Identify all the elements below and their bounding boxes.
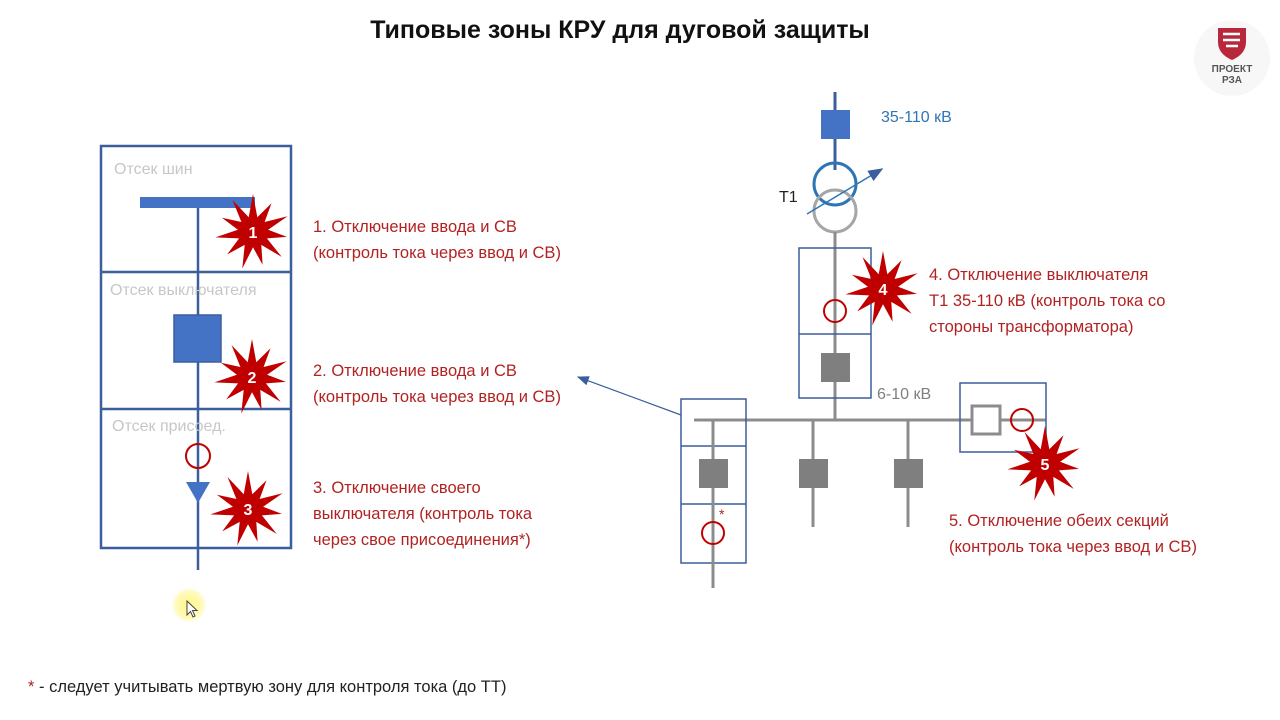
- current-transformer-symbol: [185, 443, 211, 469]
- zone-note-2: 2. Отключение ввода и СВ (контроль тока …: [313, 358, 561, 410]
- zone-number-label: 4: [879, 282, 888, 299]
- lv-voltage-label: 6-10 кВ: [877, 386, 932, 403]
- arc-fault-burst-icon: [214, 339, 287, 414]
- feeder-breaker-symbol: [894, 459, 923, 488]
- zone-note-line: 1. Отключение ввода и СВ: [313, 218, 517, 236]
- compartment-label-busbar: Отсек шин: [114, 161, 193, 178]
- feeder-star-mark: *: [719, 506, 725, 522]
- compartment-label-connection: Отсек присоед.: [112, 418, 226, 435]
- zone-note-line: через свое присоединения*): [313, 531, 531, 549]
- zone-note-line: выключателя (контроль тока: [313, 505, 533, 523]
- footnote-star: *: [28, 678, 35, 696]
- transformer-label: Т1: [779, 189, 798, 206]
- busbar: [140, 197, 255, 208]
- zone-note-1: 1. Отключение ввода и СВ (контроль тока …: [313, 214, 561, 266]
- hv-voltage-label: 35-110 кВ: [881, 109, 952, 126]
- sectional-ct-symbol: [1010, 408, 1034, 432]
- zone-note-line: стороны трансформатора): [929, 318, 1134, 336]
- breaker-symbol: [173, 314, 222, 363]
- feeder-breaker-symbol: [799, 459, 828, 488]
- zone-note-line: (контроль тока через ввод и СВ): [313, 388, 561, 406]
- input-ct-symbol: [823, 299, 847, 323]
- logo-text-line1: ПРОЕКТ: [1211, 64, 1253, 75]
- zone-note-line: 4. Отключение выключателя: [929, 266, 1149, 284]
- zone-note-line: (контроль тока через ввод и СВ): [313, 244, 561, 262]
- footnote: * - следует учитывать мертвую зону для к…: [28, 678, 506, 697]
- zone-note-line: 2. Отключение ввода и СВ: [313, 362, 517, 380]
- zone-note-line: 3. Отключение своего: [313, 479, 481, 497]
- hv-breaker-symbol: [821, 110, 850, 139]
- cable-termination-symbol: [186, 482, 210, 503]
- zone-note-line: Т1 35-110 кВ (контроль тока со: [929, 292, 1166, 310]
- cubicle-frame: [99, 144, 293, 550]
- zone-note-4: 4. Отключение выключателя Т1 35-110 кВ (…: [929, 262, 1165, 340]
- arc-fault-burst-icon: [215, 194, 288, 269]
- sectional-cubicle-frame: [959, 382, 1047, 453]
- page-title: Типовые зоны КРУ для дуговой защиты: [370, 16, 870, 44]
- arc-fault-burst-icon: [1007, 426, 1080, 501]
- compartment-label-breaker: Отсек выключателя: [110, 282, 257, 299]
- arc-fault-burst-icon: [210, 471, 283, 546]
- input-breaker-symbol: [821, 353, 850, 382]
- mouse-cursor-icon: [186, 600, 199, 618]
- pointer-arrow: [576, 376, 682, 416]
- input-cubicle-frame: [798, 247, 872, 399]
- zone-number-label: 5: [1041, 457, 1050, 474]
- logo: ПРОЕКТ РЗА: [1192, 18, 1272, 98]
- arc-fault-burst-icon: [845, 251, 918, 326]
- logo-shield-icon: [1194, 20, 1270, 96]
- zone-number-label: 2: [248, 370, 257, 387]
- zone-note-line: 5. Отключение обеих секций: [949, 512, 1169, 530]
- sectional-breaker-symbol: [970, 404, 1002, 436]
- zone-note-5: 5. Отключение обеих секций (контроль ток…: [949, 508, 1197, 560]
- regulation-arrow: [806, 168, 884, 215]
- feeder-breaker-symbol: [699, 459, 728, 488]
- single-line-scheme: [576, 92, 1047, 588]
- zone-note-3: 3. Отключение своего выключателя (контро…: [313, 475, 532, 553]
- feeder-ct-symbol: [701, 521, 725, 545]
- footnote-text: - следует учитывать мертвую зону для кон…: [34, 678, 507, 696]
- transformer-lv-winding: [812, 188, 858, 234]
- logo-text-line2: РЗА: [1221, 75, 1243, 86]
- zone-note-line: (контроль тока через ввод и СВ): [949, 538, 1197, 556]
- zone-number-label: 3: [244, 502, 253, 519]
- zone-number-label: 1: [249, 225, 258, 242]
- cubicle: [99, 144, 293, 570]
